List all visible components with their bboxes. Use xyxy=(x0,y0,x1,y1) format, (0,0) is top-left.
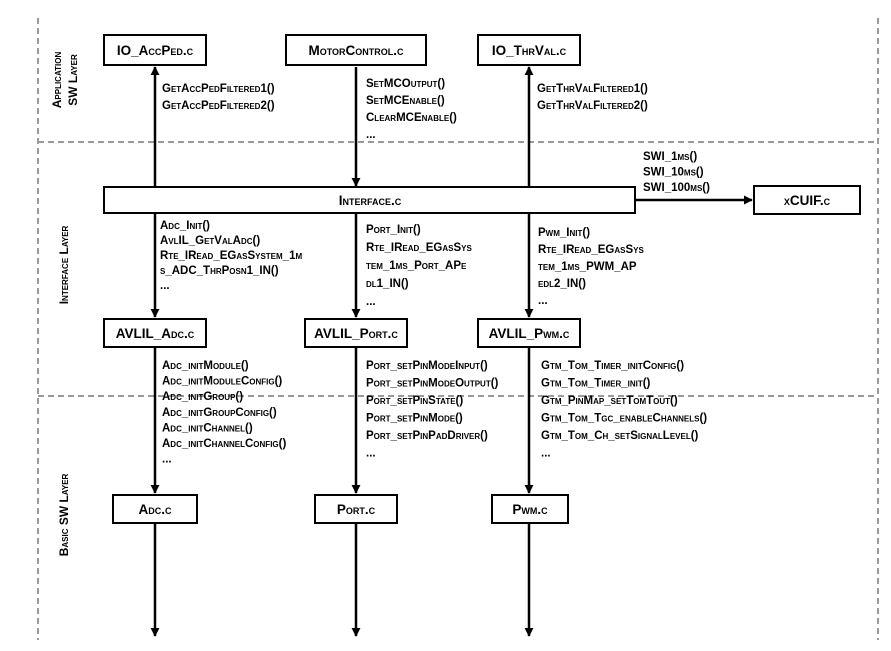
module-port-label: Port.c xyxy=(337,502,376,517)
layer-label-basic: Basic SW Layer xyxy=(57,473,71,556)
functions-interface-adc: Adc_Init() AvlIL_GetValAdc() Rte_IRead_EGa… xyxy=(160,220,302,292)
function-label-if-pwm: edl2_IN() xyxy=(538,278,586,290)
function-label-if-port: dl1_IN() xyxy=(366,278,409,290)
module-avlil-adc-label: AVLIL_Adc.c xyxy=(116,326,195,341)
module-avlil-port: AVLIL_Port.c xyxy=(304,318,408,348)
layer-label-application-2: SW Layer xyxy=(66,54,80,106)
function-label-port: Port_setPinPadDriver() xyxy=(366,430,488,442)
function-label-pwm: Gtm_Tom_Timer_initConfig() xyxy=(541,360,684,372)
functions-adc: Adc_initModule() Adc_initModuleConfig() Ad… xyxy=(162,360,286,466)
module-motorcontrol-label: MotorControl.c xyxy=(308,43,404,58)
module-io-thrval-label: IO_ThrVal.c xyxy=(492,43,567,58)
function-label-motorcontrol: ... xyxy=(366,129,376,141)
function-label-if-pwm: ... xyxy=(538,295,548,307)
function-label-thrval: GetThrValFiltered2() xyxy=(537,100,648,112)
function-label-adc: Adc_initModuleConfig() xyxy=(162,376,282,388)
module-adc: Adc.c xyxy=(112,494,198,524)
function-label-if-adc: AvlIL_GetValAdc() xyxy=(160,235,260,247)
function-label-port: ... xyxy=(366,448,376,460)
function-label-swi: SWI_100ms() xyxy=(643,182,710,194)
module-xcuif: xCUIF.c xyxy=(753,185,861,215)
function-label-port: Port_setPinModeOutput() xyxy=(366,378,499,390)
function-label-adc: ... xyxy=(162,454,172,466)
function-label-adc: Adc_initGroup() xyxy=(162,391,243,403)
function-label-if-pwm: tem_1ms_PWM_AP xyxy=(538,261,637,273)
function-label-accped: GetAccPedFiltered1() xyxy=(162,83,275,95)
function-label-port: Port_setPinMode() xyxy=(366,413,463,425)
function-label-if-port: ... xyxy=(366,296,376,308)
function-label-if-port: Port_Init() xyxy=(366,224,421,236)
function-label-thrval: GetThrValFiltered1() xyxy=(537,83,648,95)
function-label-swi: SWI_10ms() xyxy=(643,167,704,179)
module-motorcontrol: MotorControl.c xyxy=(285,34,427,66)
layer-label-application-1: Application xyxy=(50,52,64,109)
functions-port: Port_setPinModeInput() Port_setPinModeOut… xyxy=(366,360,499,460)
module-avlil-adc: AVLIL_Adc.c xyxy=(103,318,207,348)
layer-boundaries xyxy=(37,18,879,640)
functions-pwm: Gtm_Tom_Timer_initConfig() Gtm_Tom_Timer_… xyxy=(541,360,707,460)
module-interface: Interface.c xyxy=(103,186,636,214)
function-label-pwm: Gtm_Tom_Timer_init() xyxy=(541,378,651,390)
layer-label-interface: Interface Layer xyxy=(57,225,71,304)
module-avlil-pwm: AVLIL_Pwm.c xyxy=(477,318,581,348)
module-io-accped-label: IO_AccPed.c xyxy=(117,43,194,58)
functions-motorcontrol: SetMCOutput() SetMCEnable() ClearMCEnable(… xyxy=(366,78,457,141)
function-label-if-port: tem_1ms_Port_APe xyxy=(366,260,467,272)
module-adc-label: Adc.c xyxy=(139,502,172,517)
functions-interface-pwm: Pwm_Init() Rte_IRead_EGasSys tem_1ms_PWM_A… xyxy=(538,227,644,307)
function-label-pwm: ... xyxy=(541,448,551,460)
functions-interface-port: Port_Init() Rte_IRead_EGasSys tem_1ms_Port… xyxy=(366,224,472,308)
module-pwm-label: Pwm.c xyxy=(512,502,548,517)
module-pwm: Pwm.c xyxy=(491,494,569,524)
function-label-port: Port_setPinState() xyxy=(366,395,463,407)
function-label-adc: Adc_initGroupConfig() xyxy=(162,407,277,419)
function-label-if-adc: ... xyxy=(160,280,170,292)
module-avlil-pwm-label: AVLIL_Pwm.c xyxy=(489,326,570,341)
function-label-motorcontrol: SetMCEnable() xyxy=(366,95,445,107)
functions-thrval: GetThrValFiltered1() GetThrValFiltered2() xyxy=(537,83,648,112)
function-label-pwm: Gtm_Tom_Ch_setSignalLevel() xyxy=(541,430,699,442)
module-io-thrval: IO_ThrVal.c xyxy=(477,34,581,66)
function-label-if-adc: Adc_Init() xyxy=(160,220,210,232)
function-label-if-port: Rte_IRead_EGasSys xyxy=(366,242,472,254)
function-label-if-adc: Rte_IRead_EGasSystem_1m xyxy=(160,250,302,262)
function-label-pwm: Gtm_PinMap_setTomTout() xyxy=(541,395,678,407)
module-avlil-port-label: AVLIL_Port.c xyxy=(314,326,398,341)
function-label-port: Port_setPinModeInput() xyxy=(366,360,488,372)
function-label-motorcontrol: SetMCOutput() xyxy=(366,78,445,90)
functions-accped: GetAccPedFiltered1() GetAccPedFiltered2() xyxy=(162,83,275,112)
function-label-swi: SWI_1ms() xyxy=(643,151,697,163)
function-label-adc: Adc_initModule() xyxy=(162,360,249,372)
function-label-motorcontrol: ClearMCEnable() xyxy=(366,112,457,124)
module-interface-label: Interface.c xyxy=(339,193,402,208)
function-label-adc: Adc_initChannel() xyxy=(162,422,253,434)
function-label-adc: Adc_initChannelConfig() xyxy=(162,438,286,450)
arrows xyxy=(150,66,753,637)
function-label-pwm: Gtm_Tom_Tgc_enableChannels() xyxy=(541,413,707,425)
function-label-if-pwm: Rte_IRead_EGasSys xyxy=(538,244,644,256)
function-label-if-adc: s_ADC_ThrPosn1_IN() xyxy=(160,265,279,277)
module-port: Port.c xyxy=(314,494,398,524)
module-io-accped: IO_AccPed.c xyxy=(103,34,207,66)
function-label-if-pwm: Pwm_Init() xyxy=(538,227,590,239)
function-label-accped: GetAccPedFiltered2() xyxy=(162,100,275,112)
module-xcuif-label: xCUIF.c xyxy=(784,193,831,208)
functions-swi: SWI_1ms() SWI_10ms() SWI_100ms() xyxy=(643,151,710,194)
